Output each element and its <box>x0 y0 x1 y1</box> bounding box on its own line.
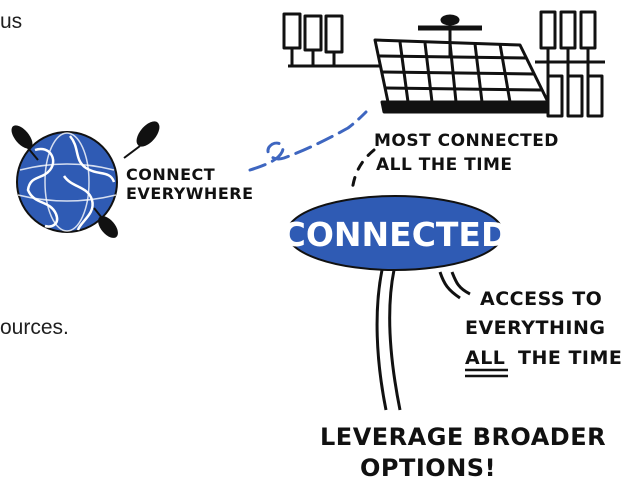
dashed-connector <box>350 148 376 194</box>
satellite-icon <box>282 10 605 118</box>
connector-line <box>375 269 388 411</box>
connect-everywhere-label: CONNECT EVERYWHERE <box>126 165 254 203</box>
leverage-label: LEVERAGE BROADER OPTIONS! <box>320 423 615 482</box>
access-label: ACCESS TO EVERYTHING <box>465 288 609 339</box>
connector-line <box>438 271 461 300</box>
globe-icon <box>11 121 160 238</box>
dashed-connector <box>248 110 368 172</box>
clipped-text-top: us <box>0 10 23 33</box>
connector-line <box>450 271 471 296</box>
connected-ellipse <box>286 195 504 271</box>
center-label: CONNECTED <box>282 215 509 254</box>
access-label-time: THE TIME <box>518 347 622 369</box>
connector-line <box>388 269 402 411</box>
clipped-text-middle: ources. <box>0 316 69 339</box>
access-label-all: ALL <box>465 347 505 369</box>
pin-icon <box>93 207 118 238</box>
pin-icon <box>11 125 39 161</box>
most-connected-label: MOST CONNECTED ALL THE TIME <box>374 131 565 175</box>
pin-icon <box>123 121 160 159</box>
